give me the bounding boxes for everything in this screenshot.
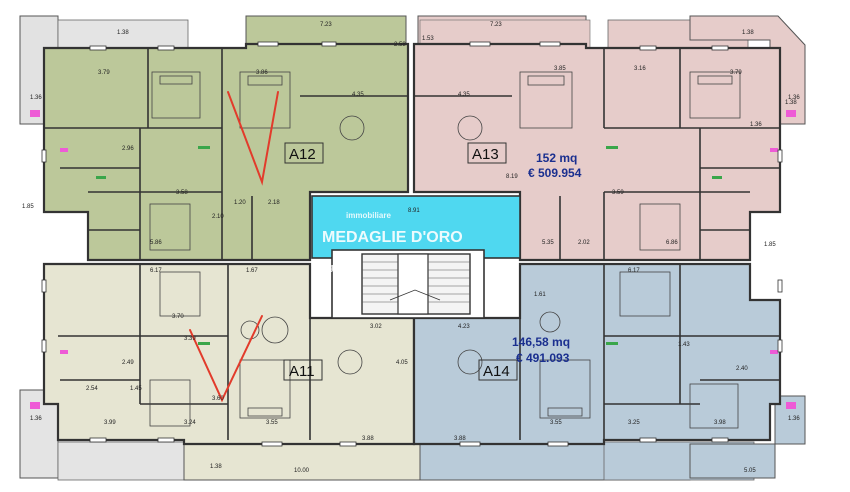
dim-label: 1.38 xyxy=(210,464,222,470)
unit-label-a13: A13 xyxy=(467,142,507,164)
price-a14-value: € 491.093 xyxy=(516,351,570,365)
dim-label: 1.53 xyxy=(422,36,434,42)
dim-label: 3.88 xyxy=(454,436,466,442)
bathroom-fixtures xyxy=(30,110,796,409)
dim-label: 8.91 xyxy=(408,208,420,214)
dim-label: 2.40 xyxy=(736,366,748,372)
dim-label: 1.67 xyxy=(246,268,258,274)
dim-label: 3.99 xyxy=(104,420,116,426)
dim-label: 3.98 xyxy=(714,420,726,426)
dim-label: 3.55 xyxy=(266,420,278,426)
red-annotation-marks xyxy=(189,91,279,403)
unit-a14-text: A14 xyxy=(483,363,510,380)
apartment-a13-area xyxy=(412,42,782,262)
dim-label: 1.36 xyxy=(30,95,42,101)
dim-label: 1.43 xyxy=(678,342,690,348)
dim-label: 3.02 xyxy=(370,324,382,330)
dim-label: 5.35 xyxy=(542,240,554,246)
dim-label: 1.61 xyxy=(534,292,546,298)
dim-label: 1.38 xyxy=(742,30,754,36)
dim-label: 4.23 xyxy=(458,324,470,330)
dim-label: 3.25 xyxy=(628,420,640,426)
dining-tables xyxy=(240,115,561,375)
dimension-labels: 1.38 7.23 7.23 1.38 2.58 1.53 4.35 4.35 … xyxy=(22,22,800,474)
dim-label: 2.54 xyxy=(86,386,98,392)
dim-label: 3.86 xyxy=(256,70,268,76)
dim-label: 1.20 xyxy=(234,200,246,206)
beds xyxy=(149,71,741,429)
dim-label: 1.85 xyxy=(22,204,34,210)
dim-label: 5.86 xyxy=(150,240,162,246)
dim-label: 1.85 xyxy=(764,242,776,248)
apartment-a12-area xyxy=(42,42,410,262)
green-fixtures xyxy=(96,146,722,345)
unit-a13-text: A13 xyxy=(472,146,499,163)
interior-walls xyxy=(44,48,780,440)
dim-label: 2.96 xyxy=(122,146,134,152)
dim-label: 6.17 xyxy=(150,268,162,274)
price-a13: 152 mq € 509.954 xyxy=(528,151,582,180)
dim-label: 2.02 xyxy=(578,240,590,246)
dim-label: 7.23 xyxy=(490,22,502,28)
dim-label: 3.24 xyxy=(184,420,196,426)
unit-label-a11: A11 xyxy=(283,359,323,381)
dim-label: 6.17 xyxy=(628,268,640,274)
price-a13-value: € 509.954 xyxy=(528,166,582,180)
dim-label: 2.49 xyxy=(122,360,134,366)
apartment-a14-area xyxy=(412,262,782,446)
area-a14: 146,58 mq xyxy=(512,335,570,349)
central-core xyxy=(311,195,521,319)
unit-label-a14: A14 xyxy=(478,359,518,381)
unit-a11-text: A11 xyxy=(289,363,315,380)
dim-label: 10.00 xyxy=(294,468,310,474)
dim-label: 3.85 xyxy=(554,66,566,72)
dim-label: 2.18 xyxy=(268,200,280,206)
area-a13: 152 mq xyxy=(536,151,577,165)
dim-label: 2.58 xyxy=(394,42,406,48)
watermark: immobiliare MEDAGLIE D'ORO gruppo xyxy=(322,211,463,272)
dim-label: 4.35 xyxy=(352,92,364,98)
dim-label: 1.38 xyxy=(785,100,797,106)
dim-label: 3.79 xyxy=(730,70,742,76)
dim-label: 2.10 xyxy=(212,214,224,220)
dim-label: 8.19 xyxy=(506,174,518,180)
dim-label: 6.86 xyxy=(666,240,678,246)
unit-a12-text: A12 xyxy=(289,146,316,163)
dim-label: 4.35 xyxy=(458,92,470,98)
watermark-small: immobiliare xyxy=(346,211,391,220)
watermark-brand: MEDAGLIE D'ORO xyxy=(322,229,463,246)
dim-label: 3.16 xyxy=(634,66,646,72)
dim-label: 1.36 xyxy=(788,95,800,101)
dim-label: 4.05 xyxy=(396,360,408,366)
dim-label: 3.88 xyxy=(362,436,374,442)
dim-label: 3.59 xyxy=(612,190,624,196)
dim-label: 1.36 xyxy=(750,122,762,128)
dim-label: 5.05 xyxy=(744,468,756,474)
dim-label: 1.45 xyxy=(130,386,142,392)
dim-label: 1.36 xyxy=(30,416,42,422)
dim-label: 3.79 xyxy=(98,70,110,76)
dim-label: 7.23 xyxy=(320,22,332,28)
price-a14: 146,58 mq € 491.093 xyxy=(512,335,570,365)
dim-label: 1.36 xyxy=(788,416,800,422)
dim-label: 3.60 xyxy=(212,396,224,402)
dim-label: 3.39 xyxy=(184,336,196,342)
dim-label: 3.55 xyxy=(550,420,562,426)
unit-label-a12: A12 xyxy=(284,142,324,164)
windows xyxy=(41,41,783,447)
watermark-sub: gruppo xyxy=(328,262,359,272)
dim-label: 3.58 xyxy=(176,190,188,196)
dim-label: 1.38 xyxy=(117,30,129,36)
dim-label: 3.70 xyxy=(172,314,184,320)
